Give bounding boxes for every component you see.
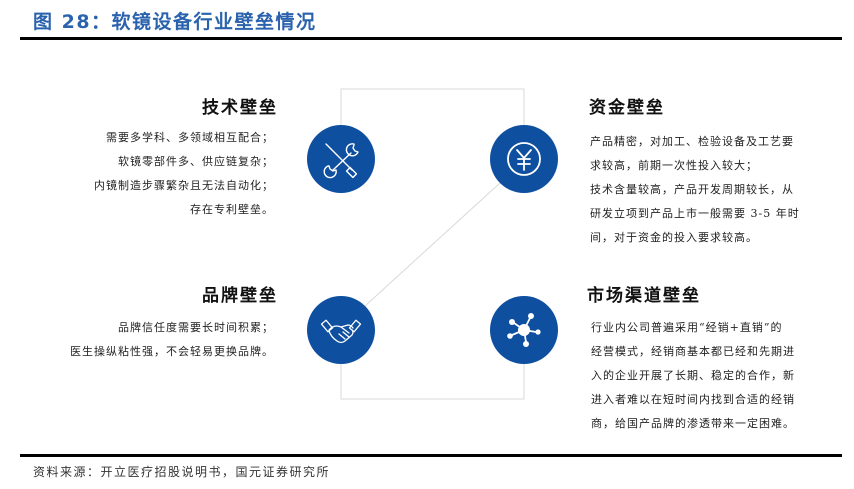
yuan-coin-icon bbox=[490, 125, 558, 193]
desc-line: 经营模式，经销商基本都已经和先期进 bbox=[591, 345, 795, 358]
barrier-title-brand: 品牌壁垒 bbox=[202, 286, 278, 306]
barrier-title-tech: 技术壁垒 bbox=[202, 98, 278, 118]
source-note: 资料来源：开立医疗招股说明书，国元证券研究所 bbox=[33, 465, 331, 479]
desc-line: 医生操纵粘性强，不会轻易更换品牌。 bbox=[70, 345, 274, 358]
desc-line: 内镜制造步骤繁杂且无法自动化； bbox=[94, 179, 274, 192]
desc-line: 行业内公司普遍采用“经销+直销”的 bbox=[591, 321, 783, 334]
desc-line: 求较高，前期一次性投入较大； bbox=[590, 159, 758, 172]
barrier-desc-channel: 行业内公司普遍采用“经销+直销”的 经营模式，经销商基本都已经和先期进 入的企业… bbox=[591, 316, 795, 436]
desc-line: 商，给国产品牌的渗透带来一定困难。 bbox=[591, 417, 795, 430]
desc-line: 品牌信任度需要长时间积累； bbox=[118, 321, 274, 334]
desc-line: 产品精密，对加工、检验设备及工艺要 bbox=[590, 135, 794, 148]
desc-line: 软镜零部件多、供应链复杂； bbox=[118, 155, 274, 168]
handshake-icon bbox=[307, 296, 375, 364]
barrier-desc-brand: 品牌信任度需要长时间积累； 医生操纵粘性强，不会轻易更换品牌。 bbox=[70, 316, 274, 364]
footer-rule bbox=[20, 454, 842, 457]
header-rule bbox=[20, 37, 842, 40]
desc-line: 技术含量较高，产品开发周期较长，从 bbox=[590, 183, 794, 196]
barrier-desc-capital: 产品精密，对加工、检验设备及工艺要 求较高，前期一次性投入较大； 技术含量较高，… bbox=[590, 130, 800, 250]
desc-line: 需要多学科、多领域相互配合； bbox=[106, 131, 274, 144]
desc-line: 进入者难以在短时间内找到合适的经销 bbox=[591, 393, 795, 406]
desc-line: 入的企业开展了长期、稳定的合作，新 bbox=[591, 369, 795, 382]
barrier-desc-tech: 需要多学科、多领域相互配合； 软镜零部件多、供应链复杂； 内镜制造步骤繁杂且无法… bbox=[94, 126, 274, 222]
tools-icon bbox=[307, 125, 375, 193]
barrier-title-channel: 市场渠道壁垒 bbox=[587, 286, 701, 306]
figure-title: 图 28：软镜设备行业壁垒情况 bbox=[33, 11, 317, 33]
network-icon bbox=[490, 296, 558, 364]
barrier-title-capital: 资金壁垒 bbox=[589, 98, 665, 118]
connector-lines bbox=[340, 88, 525, 400]
desc-line: 间，对于资金的投入要求较高。 bbox=[590, 231, 758, 244]
desc-line: 存在专利壁垒。 bbox=[190, 203, 274, 216]
desc-line: 研发立项到产品上市一般需要 3-5 年时 bbox=[590, 207, 800, 220]
